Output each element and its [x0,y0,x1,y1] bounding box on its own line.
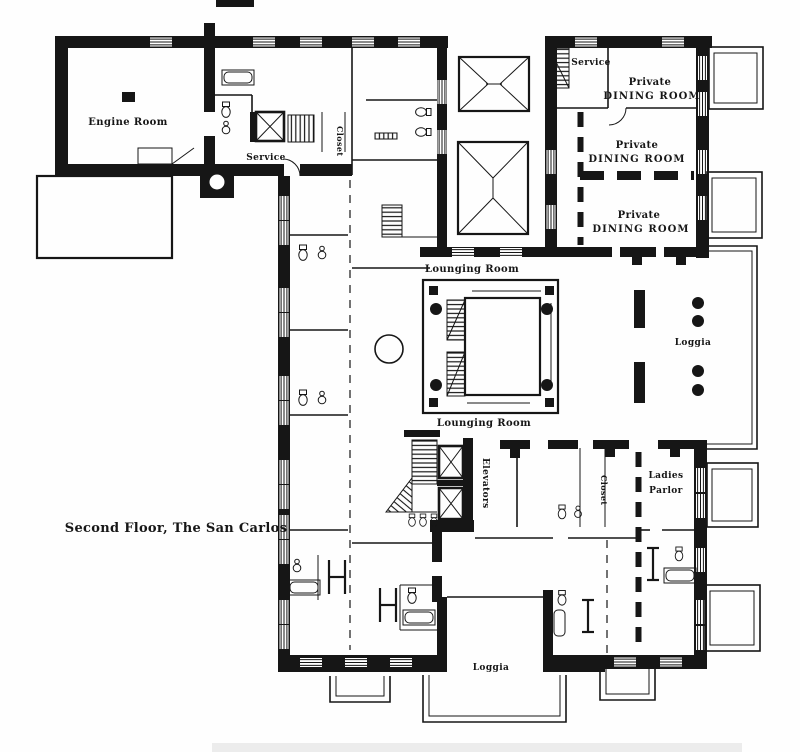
toilet-icon [415,107,432,117]
bottom-middle-rooms [475,448,637,655]
toilet-icon [298,244,308,261]
elevators-label: Elevators [480,458,490,509]
door-swing [282,158,301,177]
column-icon [430,303,442,315]
ladies-parlor-label-line2: Parlor [649,486,683,496]
elevator-shaft-icon [437,444,465,480]
sink-icon [317,390,327,405]
toilet-icon [407,587,417,604]
lower-roof-court [35,174,174,260]
sink-icon [317,245,327,260]
bathtub-icon [221,69,255,86]
dining-room-1-line2: DINING ROOM [603,91,700,102]
column-icon [430,379,442,391]
service-left-label: Service [246,153,286,163]
room-labels: Engine Room Service Closet Service Priva… [65,58,712,673]
dining-room-1-line1: Private [629,77,672,88]
dumbwaiter-icon [254,110,286,143]
atrium [374,278,560,415]
light-court [456,55,531,236]
closet-right-label: Closet [599,475,609,505]
loggia-right [692,245,758,450]
plan-caption: Second Floor, The San Carlos [65,521,287,536]
toilet-icon [221,101,231,118]
elevator-core [384,439,465,527]
toilet-icon [298,389,308,406]
column-circle [374,334,404,364]
column-icon [692,365,704,377]
ladies-parlor-wing [635,452,697,650]
bathtub-icon [402,609,436,626]
door-swing [608,107,627,126]
column-icon [692,297,704,309]
loggia-right-label: Loggia [675,338,712,348]
left-wing-rooms [287,180,543,650]
bathtub-icon [553,609,566,637]
stairs-icon [287,114,315,143]
scan-artifacts [212,0,742,752]
equipment-block [122,92,135,102]
loggia-bottom-label: Loggia [473,663,510,673]
engine-room [35,92,234,260]
stairs-icon [137,147,173,165]
window-openings [149,37,708,668]
skylight-icon [456,140,530,236]
stairs-icon [384,476,413,513]
bed-icon [378,586,398,624]
service-right-label: Service [571,58,611,68]
toilet-icon [557,504,567,520]
toilet-icon [419,513,427,527]
bay-windows [704,46,764,652]
sink-icon [292,558,302,573]
stairs-icon [381,204,403,238]
dining-room-3-line2: DINING ROOM [592,224,689,235]
toilet-icon [408,513,416,527]
shelf-icon [374,132,398,140]
loggia-rail [707,245,758,450]
balconies [329,669,656,723]
engine-room-label: Engine Room [88,117,167,128]
skylight-icon [457,55,531,113]
toilet-icon [557,590,567,606]
dining-room-2-line2: DINING ROOM [588,154,685,165]
column-icon [692,315,704,327]
toilet-icon [674,546,684,562]
lounging-room-top-label: Lounging Room [425,264,519,275]
dining-room-3-line1: Private [618,210,661,221]
top-corridor-rooms [351,48,437,269]
column-icon [541,379,553,391]
column-icon [692,384,704,396]
column-icon [541,303,553,315]
bed-icon [327,558,347,596]
bathtub-icon [663,567,697,584]
lounging-room-bottom-label: Lounging Room [437,418,531,429]
toilet-icon [415,127,432,137]
bathtub-icon [287,579,321,596]
ladies-parlor-label-line1: Ladies [648,471,683,481]
dining-room-2-line1: Private [616,140,659,151]
sink-icon [221,120,231,135]
closet-left-label: Closet [335,126,345,156]
stairs-icon [411,439,438,485]
bed-icon [580,598,596,634]
elevator-shaft-icon [437,486,465,521]
bed-icon [645,546,661,582]
dining-wing [548,47,696,245]
service-suite-left [215,69,346,177]
